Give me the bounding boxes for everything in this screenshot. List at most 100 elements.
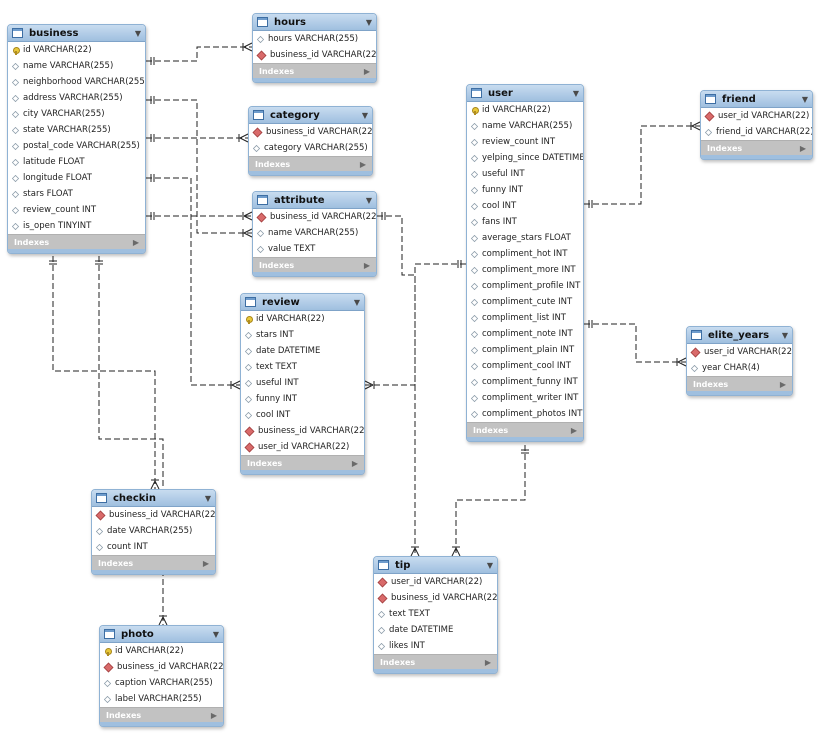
collapse-arrow-icon[interactable]: ▼ <box>204 493 211 503</box>
table-checkin[interactable]: checkin▼business_id VARCHAR(22)date VARC… <box>91 489 216 575</box>
column-row[interactable]: compliment_list INT <box>467 310 583 326</box>
column-row[interactable]: value TEXT <box>253 241 376 257</box>
column-row[interactable]: yelping_since DATETIME <box>467 150 583 166</box>
table-header[interactable]: elite_years▼ <box>687 327 792 344</box>
table-friend[interactable]: friend▼user_id VARCHAR(22)friend_id VARC… <box>700 90 813 160</box>
column-row[interactable]: longitude FLOAT <box>8 170 145 186</box>
table-photo[interactable]: photo▼id VARCHAR(22)business_id VARCHAR(… <box>99 625 224 727</box>
table-elite-years[interactable]: elite_years▼user_id VARCHAR(22)year CHAR… <box>686 326 793 396</box>
table-header[interactable]: category▼ <box>249 107 372 124</box>
column-row[interactable]: useful INT <box>467 166 583 182</box>
expand-arrow-icon[interactable]: ▶ <box>210 710 217 720</box>
table-header[interactable]: business▼ <box>8 25 145 42</box>
table-header[interactable]: attribute▼ <box>253 192 376 209</box>
table-header[interactable]: review▼ <box>241 294 364 311</box>
column-row[interactable]: review_count INT <box>8 202 145 218</box>
indexes-section[interactable]: Indexes▶ <box>92 555 215 574</box>
column-row[interactable]: label VARCHAR(255) <box>100 691 223 707</box>
expand-arrow-icon[interactable]: ▶ <box>351 458 358 468</box>
table-hours[interactable]: hours▼hours VARCHAR(255)business_id VARC… <box>252 13 377 83</box>
column-row[interactable]: year CHAR(4) <box>687 360 792 376</box>
table-header[interactable]: hours▼ <box>253 14 376 31</box>
column-row[interactable]: text TEXT <box>374 606 497 622</box>
indexes-section[interactable]: Indexes▶ <box>241 455 364 474</box>
expand-arrow-icon[interactable]: ▶ <box>570 425 577 435</box>
column-row[interactable]: cool INT <box>467 198 583 214</box>
indexes-section[interactable]: Indexes▶ <box>249 156 372 175</box>
table-header[interactable]: photo▼ <box>100 626 223 643</box>
column-row[interactable]: category VARCHAR(255) <box>249 140 372 156</box>
collapse-arrow-icon[interactable]: ▼ <box>134 28 141 38</box>
column-row[interactable]: user_id VARCHAR(22) <box>374 574 497 590</box>
column-row[interactable]: stars INT <box>241 327 364 343</box>
column-row[interactable]: compliment_writer INT <box>467 390 583 406</box>
column-row[interactable]: text TEXT <box>241 359 364 375</box>
column-row[interactable]: business_id VARCHAR(22) <box>253 209 376 225</box>
collapse-arrow-icon[interactable]: ▼ <box>486 560 493 570</box>
column-row[interactable]: compliment_hot INT <box>467 246 583 262</box>
column-row[interactable]: compliment_photos INT <box>467 406 583 422</box>
column-row[interactable]: business_id VARCHAR(22) <box>249 124 372 140</box>
column-row[interactable]: is_open TINYINT <box>8 218 145 234</box>
table-tip[interactable]: tip▼user_id VARCHAR(22)business_id VARCH… <box>373 556 498 674</box>
column-row[interactable]: fans INT <box>467 214 583 230</box>
column-row[interactable]: compliment_cool INT <box>467 358 583 374</box>
column-row[interactable]: user_id VARCHAR(22) <box>701 108 812 124</box>
indexes-section[interactable]: Indexes▶ <box>253 63 376 82</box>
collapse-arrow-icon[interactable]: ▼ <box>361 110 368 120</box>
column-row[interactable]: useful INT <box>241 375 364 391</box>
column-row[interactable]: business_id VARCHAR(22) <box>92 507 215 523</box>
collapse-arrow-icon[interactable]: ▼ <box>353 297 360 307</box>
expand-arrow-icon[interactable]: ▶ <box>202 558 209 568</box>
column-row[interactable]: date DATETIME <box>374 622 497 638</box>
collapse-arrow-icon[interactable]: ▼ <box>212 629 219 639</box>
column-row[interactable]: likes INT <box>374 638 497 654</box>
column-row[interactable]: compliment_profile INT <box>467 278 583 294</box>
column-row[interactable]: business_id VARCHAR(22) <box>374 590 497 606</box>
collapse-arrow-icon[interactable]: ▼ <box>572 88 579 98</box>
table-header[interactable]: checkin▼ <box>92 490 215 507</box>
indexes-section[interactable]: Indexes▶ <box>701 140 812 159</box>
expand-arrow-icon[interactable]: ▶ <box>359 159 366 169</box>
column-row[interactable]: compliment_more INT <box>467 262 583 278</box>
column-row[interactable]: latitude FLOAT <box>8 154 145 170</box>
indexes-section[interactable]: Indexes▶ <box>8 234 145 253</box>
collapse-arrow-icon[interactable]: ▼ <box>365 17 372 27</box>
column-row[interactable]: business_id VARCHAR(22) <box>241 423 364 439</box>
expand-arrow-icon[interactable]: ▶ <box>132 237 139 247</box>
table-header[interactable]: tip▼ <box>374 557 497 574</box>
indexes-section[interactable]: Indexes▶ <box>374 654 497 673</box>
collapse-arrow-icon[interactable]: ▼ <box>801 94 808 104</box>
column-row[interactable]: id VARCHAR(22) <box>467 102 583 118</box>
column-row[interactable]: id VARCHAR(22) <box>100 643 223 659</box>
column-row[interactable]: date DATETIME <box>241 343 364 359</box>
column-row[interactable]: review_count INT <box>467 134 583 150</box>
expand-arrow-icon[interactable]: ▶ <box>484 657 491 667</box>
column-row[interactable]: count INT <box>92 539 215 555</box>
column-row[interactable]: postal_code VARCHAR(255) <box>8 138 145 154</box>
column-row[interactable]: stars FLOAT <box>8 186 145 202</box>
collapse-arrow-icon[interactable]: ▼ <box>781 330 788 340</box>
column-row[interactable]: user_id VARCHAR(22) <box>687 344 792 360</box>
column-row[interactable]: friend_id VARCHAR(22) <box>701 124 812 140</box>
column-row[interactable]: user_id VARCHAR(22) <box>241 439 364 455</box>
indexes-section[interactable]: Indexes▶ <box>467 422 583 441</box>
table-category[interactable]: category▼business_id VARCHAR(22)category… <box>248 106 373 176</box>
column-row[interactable]: id VARCHAR(22) <box>241 311 364 327</box>
expand-arrow-icon[interactable]: ▶ <box>779 379 786 389</box>
column-row[interactable]: funny INT <box>467 182 583 198</box>
column-row[interactable]: date VARCHAR(255) <box>92 523 215 539</box>
column-row[interactable]: id VARCHAR(22) <box>8 42 145 58</box>
column-row[interactable]: name VARCHAR(255) <box>8 58 145 74</box>
column-row[interactable]: city VARCHAR(255) <box>8 106 145 122</box>
collapse-arrow-icon[interactable]: ▼ <box>365 195 372 205</box>
column-row[interactable]: business_id VARCHAR(22) <box>100 659 223 675</box>
table-business[interactable]: business▼id VARCHAR(22)name VARCHAR(255)… <box>7 24 146 254</box>
column-row[interactable]: name VARCHAR(255) <box>253 225 376 241</box>
column-row[interactable]: compliment_funny INT <box>467 374 583 390</box>
column-row[interactable]: hours VARCHAR(255) <box>253 31 376 47</box>
column-row[interactable]: state VARCHAR(255) <box>8 122 145 138</box>
column-row[interactable]: compliment_cute INT <box>467 294 583 310</box>
column-row[interactable]: caption VARCHAR(255) <box>100 675 223 691</box>
